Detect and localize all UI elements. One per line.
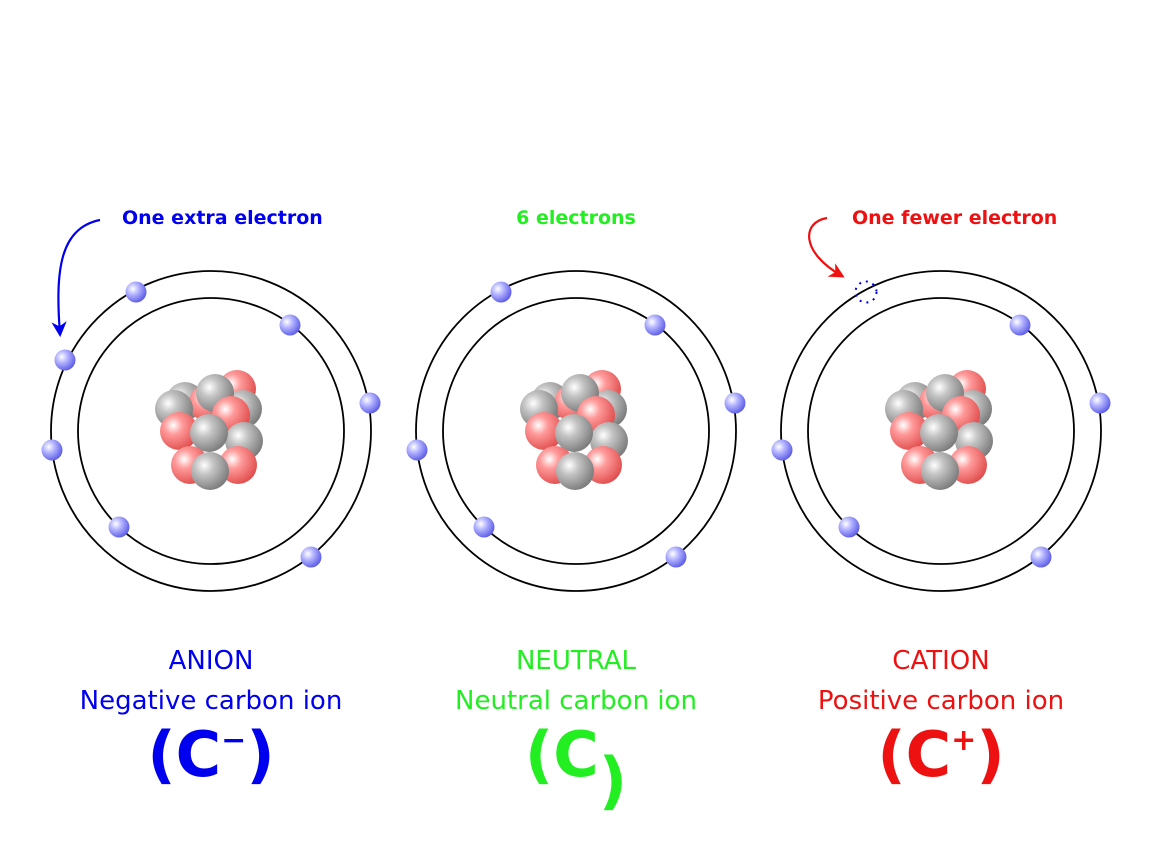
electron xyxy=(125,281,147,303)
neutron xyxy=(921,452,959,490)
electron xyxy=(41,439,63,461)
neutral-atom xyxy=(406,270,746,592)
anion-symbol: (C−) xyxy=(147,718,274,791)
neutral-outer-orbit xyxy=(415,270,737,592)
cation-atom xyxy=(771,270,1111,592)
electron xyxy=(359,392,381,414)
electron xyxy=(771,439,793,461)
electron xyxy=(644,314,666,336)
electron xyxy=(1009,314,1031,336)
neutral-panel: 6 electrons xyxy=(406,207,746,817)
cation-outer-orbit xyxy=(780,270,1102,592)
anion-arrow xyxy=(51,218,101,338)
anion-note: One extra electron xyxy=(122,207,323,229)
cation-kind-label: CATION xyxy=(892,646,989,676)
neutral-kind-label: NEUTRAL xyxy=(516,646,637,676)
anion-outer-orbit xyxy=(50,270,372,592)
electron xyxy=(473,516,495,538)
missing-electron-placeholder xyxy=(854,280,878,304)
anion-symbol-close: ) xyxy=(246,718,274,791)
cation-arrow xyxy=(808,216,845,278)
anion-electrons xyxy=(41,281,381,568)
cation-symbol-charge: + xyxy=(951,723,976,758)
electron xyxy=(665,546,687,568)
neutral-inner-orbit xyxy=(442,297,710,565)
anion-atom xyxy=(41,270,381,592)
electron xyxy=(724,392,746,414)
neutral-nucleus xyxy=(520,370,628,490)
extra-electron xyxy=(54,349,76,371)
neutral-description: Neutral carbon ion xyxy=(455,686,697,716)
anion-description: Negative carbon ion xyxy=(80,686,343,716)
neutral-electrons xyxy=(406,281,746,568)
electron xyxy=(838,516,860,538)
cation-symbol-close: ) xyxy=(976,718,1004,791)
neutral-note: 6 electrons xyxy=(516,207,636,229)
neutral-symbol-close: ) xyxy=(599,744,627,817)
electron xyxy=(490,281,512,303)
proton xyxy=(890,412,928,450)
cation-nucleus xyxy=(885,370,993,490)
proton xyxy=(160,412,198,450)
neutral-symbol-open: (C xyxy=(525,718,599,791)
anion-symbol-open: (C xyxy=(147,718,221,791)
neutron xyxy=(555,414,593,452)
anion-nucleus xyxy=(155,370,263,490)
cation-panel: One fewer electron xyxy=(771,207,1111,791)
neutron xyxy=(190,414,228,452)
electron xyxy=(1030,546,1052,568)
electron xyxy=(1089,392,1111,414)
anion-symbol-charge: − xyxy=(221,723,246,758)
electron xyxy=(406,439,428,461)
neutron xyxy=(556,452,594,490)
anion-inner-orbit xyxy=(77,297,345,565)
electron xyxy=(279,314,301,336)
cation-symbol-open: (C xyxy=(877,718,951,791)
neutron xyxy=(920,414,958,452)
anion-kind-label: ANION xyxy=(169,646,254,676)
proton xyxy=(525,412,563,450)
cation-symbol: (C+) xyxy=(877,718,1004,791)
electron xyxy=(300,546,322,568)
cation-description: Positive carbon ion xyxy=(818,686,1064,716)
neutron xyxy=(191,452,229,490)
anion-panel: One extra electron xyxy=(41,207,381,791)
cation-note: One fewer electron xyxy=(852,207,1057,229)
electron xyxy=(108,516,130,538)
cation-inner-orbit xyxy=(807,297,1075,565)
neutral-symbol: (C) xyxy=(525,718,627,817)
cation-electrons xyxy=(771,280,1111,568)
